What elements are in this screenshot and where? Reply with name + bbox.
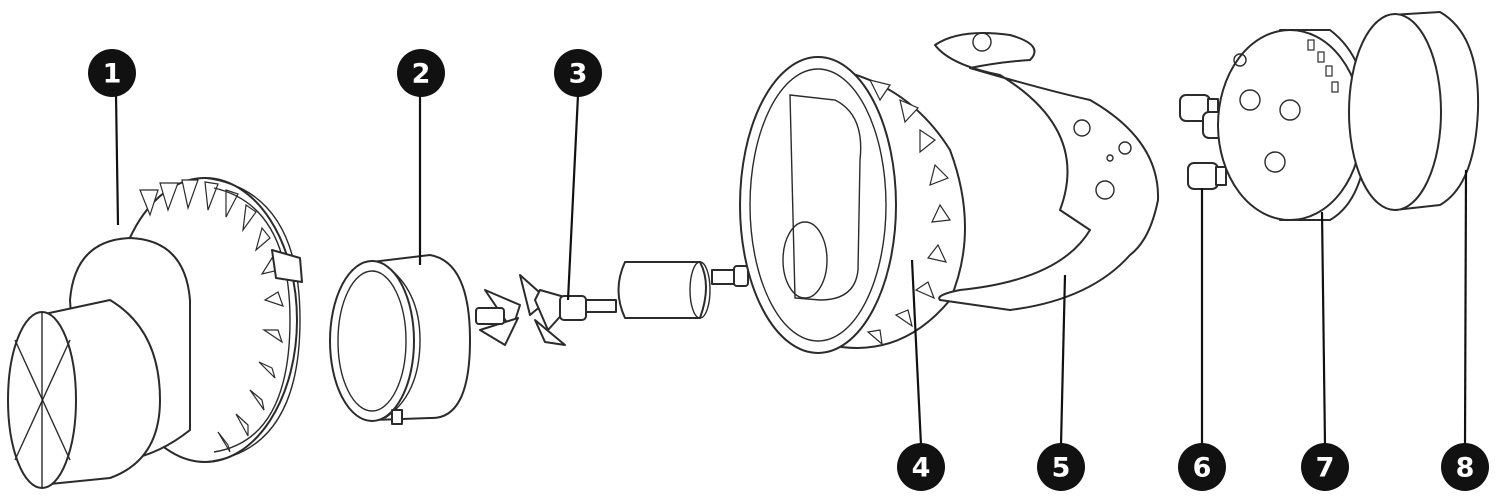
badge-4-label: 4 bbox=[912, 453, 931, 484]
part-4-motor-housing bbox=[739, 56, 966, 354]
badge-5-label: 5 bbox=[1052, 453, 1071, 484]
part-5-mount-bracket bbox=[934, 32, 1160, 311]
leader-7 bbox=[1320, 211, 1327, 446]
part-7-grip-notches bbox=[1307, 39, 1339, 93]
badge-2-label: 2 bbox=[412, 59, 431, 90]
part-3-impeller-shaft bbox=[475, 261, 749, 346]
leader-3 bbox=[566, 94, 580, 301]
badge-2: 2 bbox=[397, 49, 445, 97]
badge-5: 5 bbox=[1037, 443, 1085, 491]
badge-8: 8 bbox=[1441, 443, 1489, 491]
part-8-cover-cap bbox=[1348, 11, 1480, 211]
badge-7-label: 7 bbox=[1316, 453, 1335, 484]
leader-4 bbox=[910, 259, 923, 446]
leader-8 bbox=[1463, 169, 1468, 446]
part-2-sleeve-ring bbox=[329, 254, 471, 425]
part-1-cage-slats bbox=[139, 179, 284, 453]
suction-cup-bottom bbox=[1187, 162, 1227, 190]
badge-4: 4 bbox=[897, 443, 945, 491]
badge-6: 6 bbox=[1178, 443, 1226, 491]
badge-8-label: 8 bbox=[1456, 453, 1475, 484]
badge-1: 1 bbox=[88, 49, 136, 97]
part-1-nozzle-housing bbox=[7, 177, 303, 489]
badge-1-label: 1 bbox=[103, 59, 122, 90]
leader-1 bbox=[114, 94, 120, 226]
leader-5 bbox=[1059, 274, 1067, 446]
badge-6-label: 6 bbox=[1193, 453, 1212, 484]
leader-lines bbox=[114, 94, 1468, 446]
badge-7: 7 bbox=[1301, 443, 1349, 491]
badge-3: 3 bbox=[554, 49, 602, 97]
part-4-cage-ribs bbox=[866, 79, 952, 346]
part-7-magnet-base bbox=[1217, 29, 1370, 221]
badge-3-label: 3 bbox=[569, 59, 588, 90]
